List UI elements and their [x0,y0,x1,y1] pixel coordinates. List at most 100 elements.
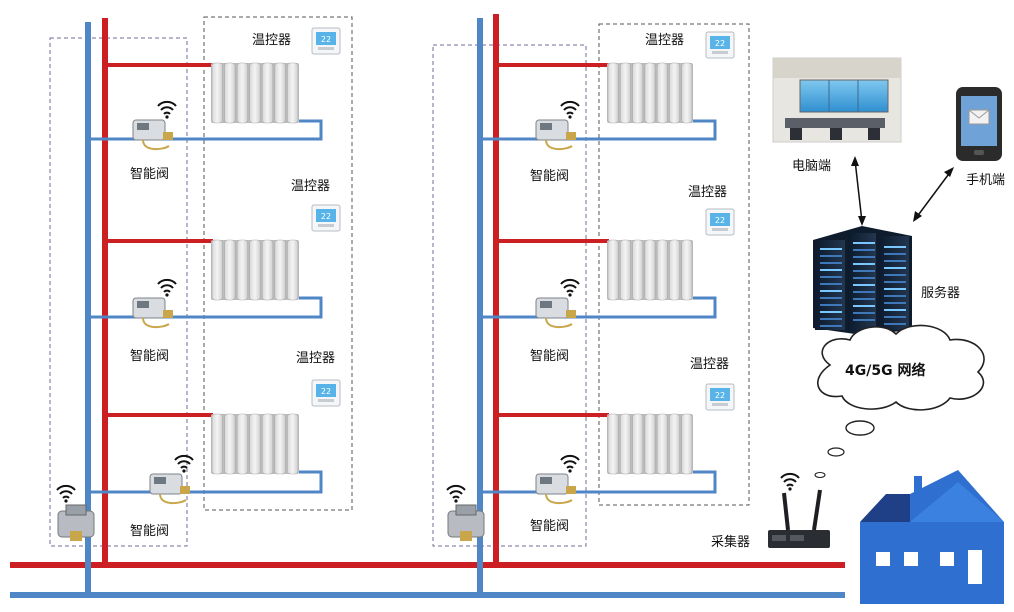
smart-valve-label: 智能阀 [130,349,169,364]
smart-valve-icon [535,297,576,329]
thermostat-label: 温控器 [688,185,727,200]
server-led [884,253,906,255]
thermostat-icon: 22 [311,27,341,55]
return-branch-pipe [88,119,323,141]
thermostat-label: 温控器 [296,351,335,366]
smart-valve-icon [535,473,576,505]
wifi-icon [780,472,800,491]
wifi-icon [560,100,580,119]
thermostat-display: 22 [321,387,331,396]
network-cloud [814,324,985,479]
collector-router-icon [768,489,830,548]
radiator [607,413,693,475]
server-led [820,283,842,285]
server-led [820,276,842,278]
radiator-group-box-left [203,16,353,511]
arrow-pc-server [851,156,866,226]
smart-valve-icon [132,297,173,329]
thermostat-label: 温控器 [645,33,684,48]
server-led [820,262,842,264]
smart-valve-label: 智能阀 [130,524,169,539]
return-branch-pipe [88,296,323,319]
server-led [853,305,875,307]
wifi-icon [446,484,466,503]
thermostat-display: 22 [321,212,331,221]
server-led [820,290,842,292]
server-led [853,263,875,265]
pc-label: 电脑端 [792,159,831,174]
thermostat-label: 温控器 [252,33,291,48]
smart-valve-icon [132,119,173,151]
server-led [884,260,906,262]
server-led [884,316,906,318]
server-led [853,291,875,293]
valve-group-box-left [49,37,188,547]
return-branch-pipe [88,470,323,494]
radiator [211,239,299,301]
wifi-icon [174,454,194,473]
server-led [884,302,906,304]
server-led [853,256,875,258]
server-led [884,323,906,325]
radiator [211,413,299,475]
server-led [820,325,842,327]
wifi-icon [560,278,580,297]
server-led [884,295,906,297]
wifi-icon [157,100,177,119]
server-led [820,304,842,306]
return-branch-pipe [480,296,717,319]
valve-group-box-right [432,44,587,547]
server-led [853,277,875,279]
server-led [820,269,842,271]
radiator [607,62,693,124]
server-led [853,319,875,321]
server-led [853,270,875,272]
server-led [884,281,906,283]
server-led [853,284,875,286]
server-led [884,274,906,276]
main-valve-left [57,504,95,541]
smart-valve-icon [149,473,190,505]
arrow-phone-server [913,167,954,222]
wifi-icon [560,454,580,473]
house-icon [860,470,1004,604]
thermostat-icon: 22 [705,383,735,411]
thermostat-icon: 22 [311,379,341,407]
server-led [853,298,875,300]
phone-label: 手机端 [966,173,1005,188]
server-led [820,248,842,250]
wifi-icon [56,484,76,503]
collector-label: 采集器 [711,534,750,550]
thermostat-icon: 22 [705,208,735,236]
server-led [853,312,875,314]
thermostat-label: 温控器 [291,179,330,194]
pc-control-room-image [772,57,902,143]
thermostat-icon: 22 [705,31,735,59]
return-branch-pipe [480,470,717,494]
main-valve-right [447,504,485,541]
server-led [884,309,906,311]
server-led [853,249,875,251]
smart-valve-label: 智能阀 [530,169,569,184]
thermostat-display: 22 [321,35,331,44]
network-label: 4G/5G 网络 [845,362,925,379]
thermostat-label: 温控器 [690,357,729,372]
smart-valve-icon [535,119,576,151]
server-led [884,288,906,290]
thermostat-display: 22 [715,216,725,225]
server-led [820,297,842,299]
server-led [853,242,875,244]
radiator [607,239,693,301]
phone-icon [956,87,1002,161]
server-led [820,255,842,257]
server-led [884,267,906,269]
server-led [884,246,906,248]
smart-valve-label: 智能阀 [530,349,569,364]
server-led [820,318,842,320]
thermostat-icon: 22 [311,204,341,232]
server-led [820,311,842,313]
server-label: 服务器 [921,285,960,301]
thermostat-display: 22 [715,39,725,48]
server-icon [813,226,912,335]
